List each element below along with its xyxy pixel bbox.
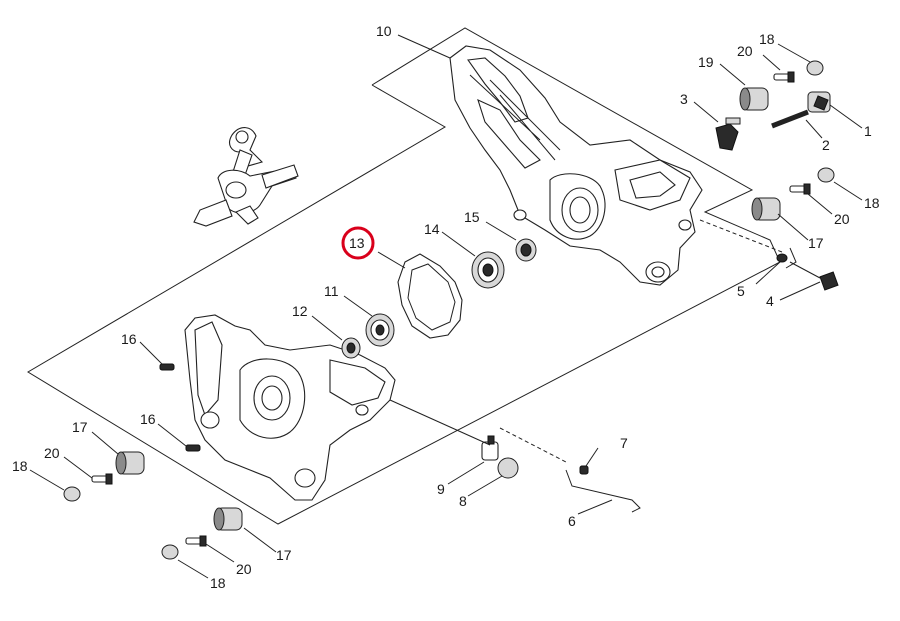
callout-1: 1 — [864, 123, 872, 139]
callout-13: 13 — [349, 235, 365, 251]
part-4-lever — [789, 261, 839, 291]
callout-16: 16 — [121, 331, 137, 347]
part-7-screw — [579, 465, 589, 475]
part-20-pin-c — [91, 473, 113, 485]
part-16-screw-b — [185, 444, 201, 452]
highlight-circle — [341, 226, 375, 260]
part-1-fitting — [807, 91, 831, 113]
gasket — [397, 253, 463, 339]
part-17-mount-c — [213, 507, 243, 531]
part-20-pin-b — [789, 183, 811, 195]
callout-18: 18 — [864, 195, 880, 211]
part-3-clip — [715, 117, 741, 151]
part-18-cap-b — [817, 167, 835, 183]
callout-3: 3 — [680, 91, 688, 107]
seal-15 — [515, 238, 537, 262]
callout-labels: 10 18 20 19 3 1 2 18 20 17 5 4 13 14 15 … — [12, 23, 880, 591]
part-18-cap-a — [806, 60, 824, 76]
crankshaft — [193, 127, 299, 227]
part-8-plug — [497, 457, 519, 479]
crankcase-left-half — [184, 314, 396, 501]
callout-17: 17 — [72, 419, 88, 435]
crankcase-right-half — [449, 45, 703, 286]
callout-15: 15 — [464, 209, 480, 225]
callout-17: 17 — [276, 547, 292, 563]
callout-18: 18 — [210, 575, 226, 591]
callout-18: 18 — [12, 458, 28, 474]
callout-20: 20 — [737, 43, 753, 59]
callout-16: 16 — [140, 411, 156, 427]
callout-19: 19 — [698, 54, 714, 70]
leader-lines — [29, 34, 863, 579]
callout-6: 6 — [568, 513, 576, 529]
seal-12 — [341, 337, 361, 359]
callout-8: 8 — [459, 493, 467, 509]
part-20-pin-d — [185, 535, 207, 547]
callout-9: 9 — [437, 481, 445, 497]
part-19-bushing — [739, 87, 769, 111]
part-18-cap-c — [63, 486, 81, 502]
part-18-cap-d — [161, 544, 179, 560]
callout-4: 4 — [766, 293, 774, 309]
callout-14: 14 — [424, 221, 440, 237]
callout-5: 5 — [737, 283, 745, 299]
part-6-wire — [565, 469, 641, 513]
part-17-mount-b — [115, 451, 145, 475]
part-9-nozzle — [481, 435, 499, 461]
bearing-11 — [365, 313, 395, 347]
callout-12: 12 — [292, 303, 308, 319]
callout-11: 11 — [324, 283, 339, 299]
callout-20: 20 — [236, 561, 252, 577]
part-5-spring — [776, 247, 797, 269]
callout-17: 17 — [808, 235, 824, 251]
callout-7: 7 — [620, 435, 628, 451]
callout-20: 20 — [44, 445, 60, 461]
group-frame — [27, 27, 781, 525]
part-20-pin-a — [773, 71, 795, 83]
callout-20: 20 — [834, 211, 850, 227]
part-16-screw-a — [159, 363, 175, 371]
bearing-14 — [471, 251, 505, 289]
part-2-rod — [771, 109, 809, 129]
part-17-mount-a — [751, 197, 781, 221]
callout-10: 10 — [376, 23, 392, 39]
callout-2: 2 — [822, 137, 830, 153]
callout-18: 18 — [759, 31, 775, 47]
